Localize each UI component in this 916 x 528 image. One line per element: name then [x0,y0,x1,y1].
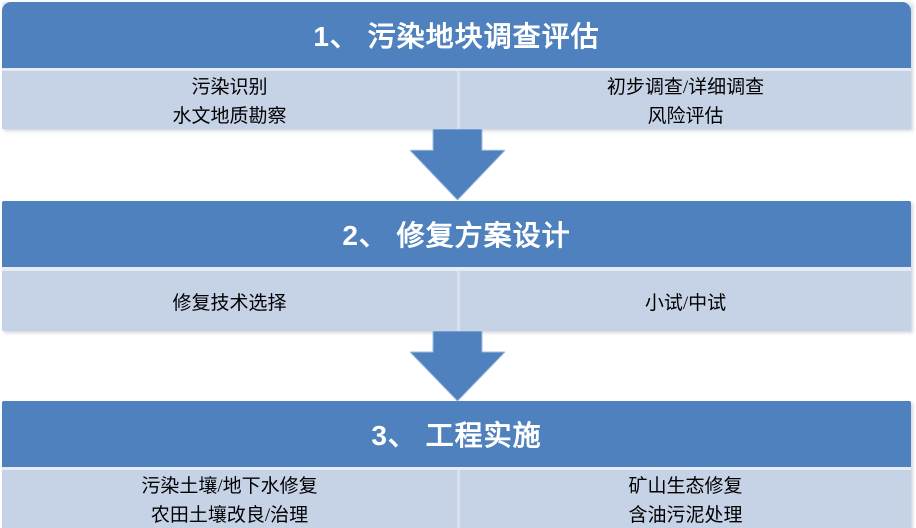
stage-3-left-cell: 污染土壤/地下水修复 农田土壤改良/治理 [2,470,457,528]
stage-2-left-cell: 修复技术选择 [2,271,457,331]
stage-1-title: 1、 污染地块调查评估 [313,21,600,52]
stage-1-right-cell: 初步调查/详细调查 风险评估 [460,71,911,129]
detail-item: 修复技术选择 [172,292,287,314]
detail-item: 初步调查/详细调查 [606,77,765,98]
stage-3-title: 3、 工程实施 [371,420,542,451]
down-arrow-icon [410,129,505,200]
stage-2-header: 2、 修复方案设计 [2,201,911,267]
stage-2-right-cell: 小试/中试 [460,271,911,331]
detail-item: 小试/中试 [644,292,727,314]
column-divider [457,71,460,129]
stage-2-detail-rows: 修复技术选择 小试/中试 [2,271,911,331]
detail-item: 矿山生态修复 [628,476,743,497]
detail-item: 污染识别 [191,77,268,98]
detail-item: 污染土壤/地下水修复 [141,476,318,497]
stage-1-left-cell: 污染识别 水文地质勘察 [2,71,457,129]
stage-1-header: 1、 污染地块调查评估 [2,2,911,68]
detail-item: 农田土壤改良/治理 [150,505,309,526]
stage-3-right-cell: 矿山生态修复 含油污泥处理 [460,470,911,528]
stage-3-detail-rows: 污染土壤/地下水修复 农田土壤改良/治理 矿山生态修复 含油污泥处理 [2,470,911,528]
stage-1-detail-rows: 污染识别 水文地质勘察 初步调查/详细调查 风险评估 [2,71,911,129]
column-divider [457,470,460,528]
stage-2-section: 2、 修复方案设计 修复技术选择 小试/中试 [2,201,911,331]
down-arrow-icon [410,331,505,401]
detail-item: 含油污泥处理 [628,505,743,526]
column-divider [457,271,460,331]
stage-3-header: 3、 工程实施 [2,401,911,467]
stage-3-section: 3、 工程实施 污染土壤/地下水修复 农田土壤改良/治理 矿山生态修复 含油污泥… [2,401,911,528]
detail-item: 风险评估 [647,106,724,127]
stage-1-section: 1、 污染地块调查评估 污染识别 水文地质勘察 初步调查/详细调查 风险评估 [2,2,911,129]
stage-2-title: 2、 修复方案设计 [342,220,571,251]
detail-item: 水文地质勘察 [172,106,287,127]
